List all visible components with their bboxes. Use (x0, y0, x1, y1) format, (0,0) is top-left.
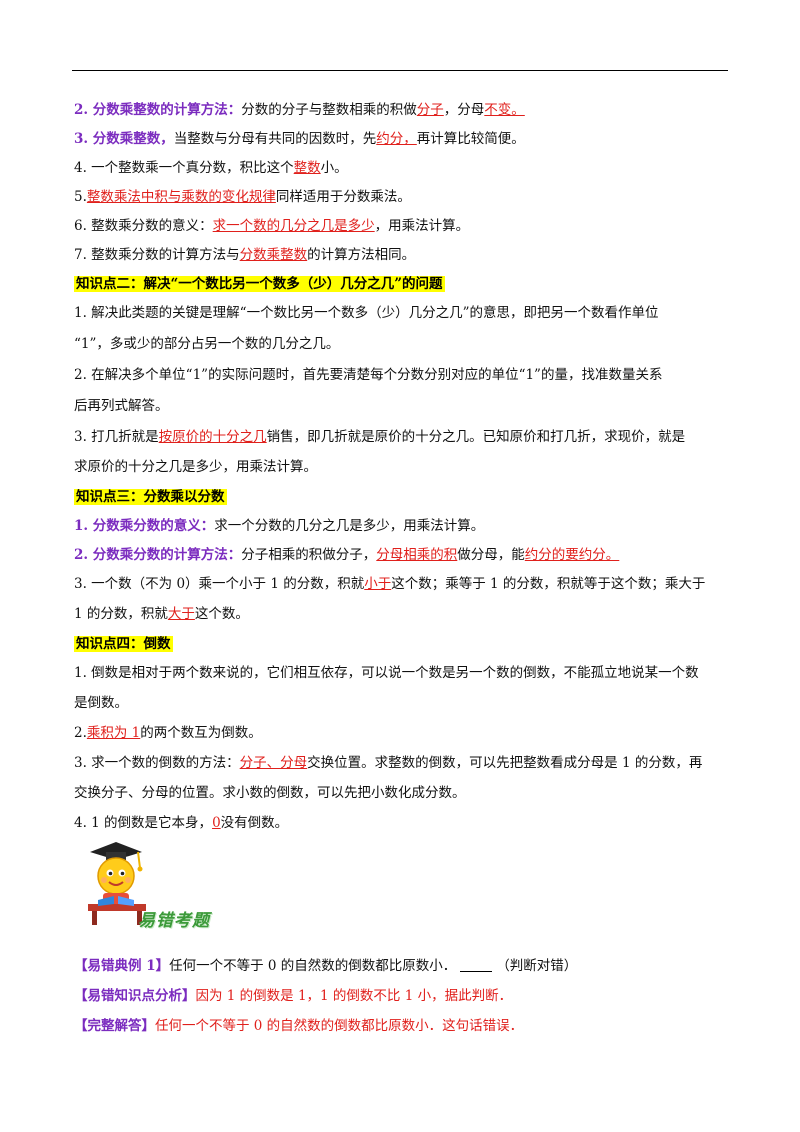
text-line: 2. 分数乘整数的计算方法：分数的分子与整数相乘的积做分子，分母不变。 (74, 102, 525, 118)
text-line: 是倒数。 (74, 695, 128, 711)
text-line: 1 的分数，积就大于这个数。 (74, 606, 249, 622)
text-line: 2. 分数乘分数的计算方法：分子相乘的积做分子，分母相乘的积做分母，能约分的要约… (74, 547, 620, 563)
header-rule (72, 70, 728, 71)
text-line: 【易错知识点分析】因为 1 的倒数是 1，1 的倒数不比 1 小，据此判断． (74, 988, 513, 1004)
text-line: 6. 整数乘分数的意义：求一个数的几分之几是多少，用乘法计算。 (74, 218, 470, 234)
text-line: 【易错典例 1】任何一个不等于 0 的自然数的倒数都比原数小．（判断对错） (74, 958, 578, 974)
text-line: 3. 一个数（不为 0）乘一个小于 1 的分数，积就小于这个数；乘等于 1 的分… (74, 576, 706, 592)
text-line: 4. 一个整数乘一个真分数，积比这个整数小。 (74, 160, 348, 176)
text-line: 7. 整数乘分数的计算方法与分数乘整数的计算方法相同。 (74, 247, 416, 263)
text-line: 3. 分数乘整数，当整数与分母有共同的因数时，先约分，再计算比较简便。 (74, 131, 525, 147)
text-line: 2. 在解决多个单位“1”的实际问题时，首先要清楚每个分数分别对应的单位“1”的… (74, 367, 663, 383)
mascot-illustration: 易错考题 (76, 838, 236, 931)
text-line: 2.乘积为 1的两个数互为倒数。 (74, 725, 262, 741)
text-line: 【完整解答】任何一个不等于 0 的自然数的倒数都比原数小．这句话错误． (74, 1018, 524, 1034)
text-line: 3. 求一个数的倒数的方法：分子、分母交换位置。求整数的倒数，可以先把整数看成分… (74, 755, 703, 771)
answer-blank[interactable] (460, 958, 493, 972)
text-line: 求原价的十分之几是多少，用乘法计算。 (74, 459, 317, 475)
text-line: 1. 分数乘分数的意义：求一个分数的几分之几是多少，用乘法计算。 (74, 518, 485, 534)
section-heading: 知识点四：倒数 (74, 636, 173, 652)
text-line: 后再列式解答。 (74, 398, 169, 414)
text-line: 4. 1 的倒数是它本身，0没有倒数。 (74, 815, 289, 831)
text-line: “1”，多或少的部分占另一个数的几分之几。 (74, 336, 340, 352)
section-heading: 知识点二：解决“一个数比另一个数多（少）几分之几”的问题 (74, 276, 445, 292)
section-heading: 知识点三：分数乘以分数 (74, 489, 227, 505)
text-line: 1. 解决此类题的关键是理解“一个数比另一个数多（少）几分之几”的意思，即把另一… (74, 305, 659, 321)
text-line: 交换分子、分母的位置。求小数的倒数，可以先把小数化成分数。 (74, 785, 466, 801)
text-line: 1. 倒数是相对于两个数来说的，它们相互依存，可以说一个数是另一个数的倒数，不能… (74, 665, 699, 681)
mascot-label: 易错考题 (138, 911, 210, 931)
text-line: 3. 打几折就是按原价的十分之几销售，即几折就是原价的十分之几。已知原价和打几折… (74, 429, 686, 445)
text-line: 5.整数乘法中积与乘数的变化规律同样适用于分数乘法。 (74, 189, 411, 205)
graduate-mascot-icon (88, 842, 146, 925)
